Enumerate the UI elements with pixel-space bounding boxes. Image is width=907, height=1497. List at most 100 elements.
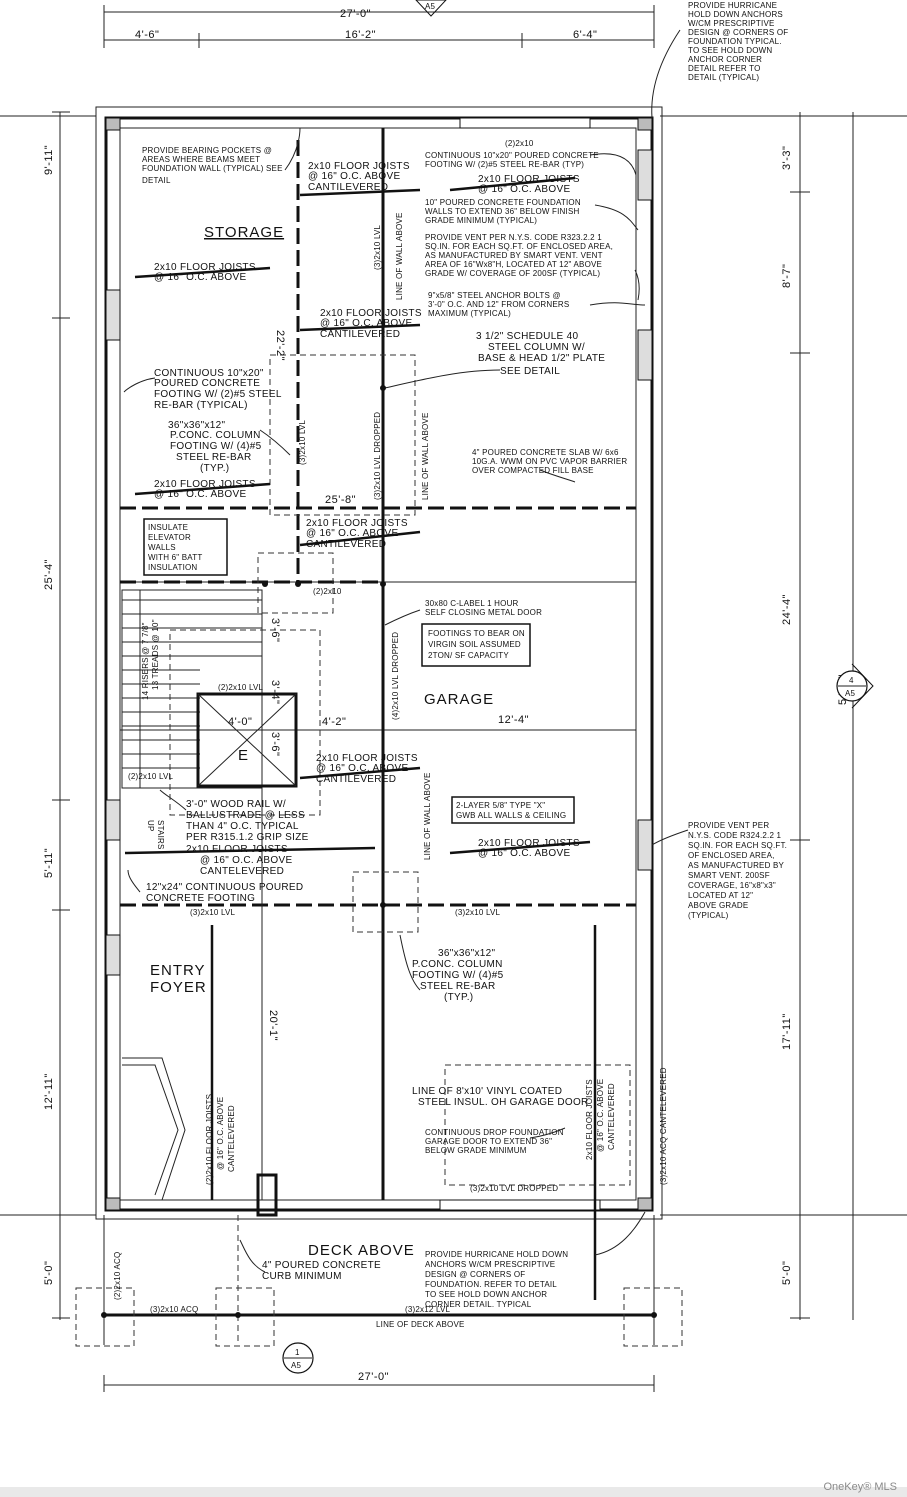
dim-left-3: 5'-11" — [43, 848, 55, 878]
risers-text-2: 13 TREADS @ 10" — [151, 619, 160, 690]
note-bearing-pockets: PROVIDE BEARING POCKETS @ AREAS WHERE BE… — [142, 146, 282, 185]
dim-top-total: 27'-0" — [340, 8, 371, 20]
dim-entry-len: 20'-1" — [267, 1010, 279, 1041]
beam-2lvl-a: (2)2x10 LVL — [218, 683, 264, 692]
dim-left-1: 9'-11" — [43, 145, 55, 175]
stair-run: 14 RISERS @ 7 7/8" 13 TREADS @ 10" STAIR… — [121, 589, 263, 850]
dim-right-3: 24'-4" — [781, 594, 793, 625]
room-entry-1: ENTRY — [150, 962, 206, 979]
svg-text:INSULATION: INSULATION — [148, 563, 197, 572]
svg-text:CANTILEVERED: CANTILEVERED — [306, 539, 386, 550]
dim-right-2: 8'-7" — [781, 264, 793, 288]
note-anchor-bolts: 9"x5/8" STEEL ANCHOR BOLTS @ 3'-0" O.C. … — [428, 291, 569, 318]
svg-text:GWB ALL WALLS & CEILING: GWB ALL WALLS & CEILING — [456, 811, 566, 820]
svg-text:LINE OF 8'x10' VINYL COATED: LINE OF 8'x10' VINYL COATED — [412, 1086, 562, 1097]
svg-text:2x10 FLOOR JOISTS: 2x10 FLOOR JOISTS — [316, 753, 418, 764]
beam-3lvl-drop: (3)2x10 LVL DROPPED — [373, 412, 382, 500]
outer-outline — [95, 106, 663, 1220]
beam-2x10-top: (2)2x10 — [505, 139, 534, 148]
svg-text:2x10 FLOOR JOISTS: 2x10 FLOOR JOISTS — [154, 262, 256, 273]
top-dimensions: 27'-0" 4'-6" 16'-2" 6'-4" A5 — [103, 0, 655, 48]
svg-text:CANTELEVERED: CANTELEVERED — [200, 866, 284, 877]
svg-text:2x10 FLOOR JOISTS: 2x10 FLOOR JOISTS — [186, 844, 288, 855]
elevator-shaft: E 4'-0" 4'-2" — [196, 692, 346, 788]
dim-storage-len: 22'-2" — [274, 330, 286, 361]
fj-vert-1c: CANTELEVERED — [227, 1105, 236, 1172]
svg-text:@ 16" O.C. ABOVE: @ 16" O.C. ABOVE — [478, 184, 570, 195]
beam-3lvl-d: (3)2x10 LVL — [373, 224, 382, 270]
line-wall-b: LINE OF WALL ABOVE — [421, 413, 430, 500]
svg-text:2x10 FLOOR JOISTS: 2x10 FLOOR JOISTS — [478, 838, 580, 849]
dim-top-3: 6'-4" — [573, 29, 597, 41]
svg-text:(TYP.): (TYP.) — [200, 463, 229, 474]
svg-text:30x80 C-LABEL 1 HOUR: 30x80 C-LABEL 1 HOUR — [425, 599, 519, 608]
svg-text:DETAIL: DETAIL — [142, 176, 171, 185]
svg-text:TO SEE HOLD DOWN ANCHOR: TO SEE HOLD DOWN ANCHOR — [425, 1290, 547, 1299]
watermark: OneKey® MLS — [823, 1481, 897, 1493]
beam-3-lvl-bottom: (3)2x12 LVL — [405, 1305, 451, 1314]
svg-text:AREA OF 16"Wx8"H, LOCATED AT 1: AREA OF 16"Wx8"H, LOCATED AT 12" ABOVE — [425, 260, 602, 269]
svg-text:BELOW GRADE MINIMUM: BELOW GRADE MINIMUM — [425, 1146, 527, 1155]
svg-text:GRADE W/ COVERAGE OF 200SF (TY: GRADE W/ COVERAGE OF 200SF (TYPICAL) — [425, 269, 600, 278]
svg-text:@ 16" O.C. ABOVE: @ 16" O.C. ABOVE — [316, 763, 408, 774]
fj-vert-1: (2)2x10 FLOOR JOISTS — [205, 1094, 214, 1185]
svg-text:STEEL RE-BAR: STEEL RE-BAR — [176, 452, 251, 463]
svg-text:FOOTING W/ (2)#5 STEEL: FOOTING W/ (2)#5 STEEL — [154, 389, 282, 400]
note-fj-storage: 2x10 FLOOR JOISTS @ 16" O.C. ABOVE — [154, 262, 256, 283]
svg-text:THAN 4" O.C. TYPICAL: THAN 4" O.C. TYPICAL — [186, 821, 299, 832]
note-vent: PROVIDE VENT PER N.Y.S. CODE R323.2.2 1 … — [425, 233, 613, 278]
note-wood-rail: 3'-0" WOOD RAIL W/ BALLUSTRADE @ LESS TH… — [186, 799, 308, 843]
dim-top-2: 16'-2" — [345, 29, 376, 41]
dim-right-5: 5'-0" — [781, 1261, 793, 1285]
note-vent-2: PROVIDE VENT PER N.Y.S. CODE R324.2.2 1 … — [688, 821, 787, 920]
svg-text:ANCHORS W/CM PRESCRIPTIVE: ANCHORS W/CM PRESCRIPTIVE — [425, 1260, 555, 1269]
note-cont-footing-12: 12"x24" CONTINUOUS POURED CONCRETE FOOTI… — [146, 882, 303, 904]
svg-text:DESIGN @ CORNERS OF: DESIGN @ CORNERS OF — [425, 1270, 525, 1279]
svg-text:DESIGN @ CORNERS OF: DESIGN @ CORNERS OF — [688, 28, 788, 37]
svg-text:@ 16" O.C. ABOVE: @ 16" O.C. ABOVE — [154, 489, 246, 500]
svg-text:TO SEE HOLD DOWN: TO SEE HOLD DOWN — [688, 46, 772, 55]
svg-text:CANTILEVERED: CANTILEVERED — [320, 329, 400, 340]
note-door: 30x80 C-LABEL 1 HOUR SELF CLOSING METAL … — [425, 599, 542, 617]
deck-area: 27'-0" 1 A5 — [75, 1215, 683, 1392]
section-right-num: 4 — [849, 676, 854, 685]
svg-text:3'-0" WOOD RAIL W/: 3'-0" WOOD RAIL W/ — [186, 799, 286, 810]
note-fj-top-right: 2x10 FLOOR JOISTS @ 16" O.C. ABOVE — [478, 174, 580, 195]
up-label: UP — [146, 820, 155, 832]
svg-text:POURED CONCRETE: POURED CONCRETE — [154, 378, 260, 389]
fj-vert-2b: @ 16" O.C. ABOVE — [596, 1079, 605, 1152]
svg-text:2-LAYER 5/8" TYPE "X": 2-LAYER 5/8" TYPE "X" — [456, 801, 545, 810]
svg-text:INSULATE: INSULATE — [148, 523, 188, 532]
dim-right-1: 3'-3" — [781, 146, 793, 170]
svg-text:STEEL RE-BAR: STEEL RE-BAR — [420, 981, 495, 992]
column-points — [101, 385, 657, 1318]
dim-left-5: 5'-0" — [43, 1261, 55, 1285]
svg-text:STEEL INSUL. OH GARAGE DOOR: STEEL INSUL. OH GARAGE DOOR — [418, 1097, 589, 1108]
svg-text:ANCHOR CORNER: ANCHOR CORNER — [688, 55, 762, 64]
dim-right-4: 17'-11" — [781, 1013, 793, 1050]
svg-text:ELEVATOR: ELEVATOR — [148, 533, 191, 542]
svg-text:OF ENCLOSED AREA,: OF ENCLOSED AREA, — [688, 851, 775, 860]
svg-text:10G.A. WWM ON PVC VAPOR BARRIE: 10G.A. WWM ON PVC VAPOR BARRIER — [472, 457, 627, 466]
svg-text:12"x24" CONTINUOUS POURED: 12"x24" CONTINUOUS POURED — [146, 882, 303, 893]
svg-text:AREAS WHERE BEAMS MEET: AREAS WHERE BEAMS MEET — [142, 155, 260, 164]
svg-text:SEE DETAIL: SEE DETAIL — [500, 366, 560, 377]
svg-text:PROVIDE VENT PER N.Y.S. CODE R: PROVIDE VENT PER N.Y.S. CODE R323.2.2 1 — [425, 233, 602, 242]
beam-3lvl-c: (3)2x10 LVL — [298, 419, 307, 465]
svg-text:COVERAGE, 16"x8"x3": COVERAGE, 16"x8"x3" — [688, 881, 776, 890]
right-dimensions: 3'-3" 8'-7" 24'-4" 17'-11" 5'-0" 54'-0" … — [660, 112, 907, 1320]
svg-text:@ 16" O.C. ABOVE: @ 16" O.C. ABOVE — [154, 272, 246, 283]
elevator-label: E — [238, 747, 249, 764]
dim-left-4: 12'-11" — [43, 1073, 55, 1110]
dim-top-1: 4'-6" — [135, 29, 159, 41]
svg-text:HOLD DOWN ANCHORS: HOLD DOWN ANCHORS — [688, 10, 783, 19]
svg-text:PROVIDE VENT PER: PROVIDE VENT PER — [688, 821, 769, 830]
note-drop-foundation: CONTINUOUS DROP FOUNDATION GARAGE DOOR T… — [425, 1128, 564, 1155]
beam-4lvl-drop: (4)2x10 LVL DROPPED — [391, 632, 400, 720]
beam-2x10-acq: (2)2x10 ACQ — [113, 1252, 122, 1300]
svg-text:CONTINUOUS 10"x20": CONTINUOUS 10"x20" — [154, 368, 264, 379]
note-col-footing-1: 36"x36"x12" P.CONC. COLUMN FOOTING W/ (4… — [168, 420, 261, 474]
room-garage: GARAGE — [424, 691, 494, 708]
svg-text:CONTINUOUS DROP FOUNDATION: CONTINUOUS DROP FOUNDATION — [425, 1128, 564, 1137]
